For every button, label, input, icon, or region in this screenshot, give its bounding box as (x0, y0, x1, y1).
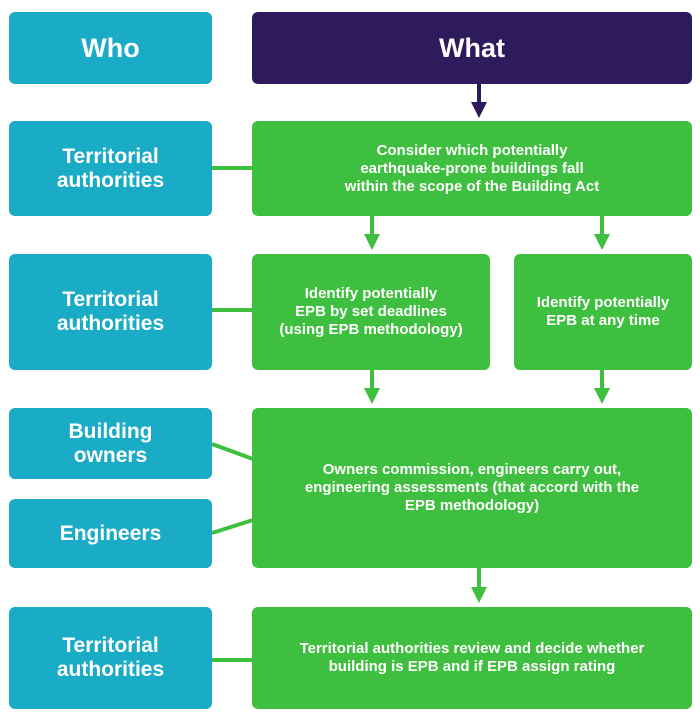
who-row1-label: Territorial authorities (56, 144, 165, 192)
who-row2-label: Territorial authorities (56, 288, 165, 335)
who-header: Who (9, 12, 212, 84)
who-row4-label: Territorial authorities (56, 634, 165, 681)
what-row2-left-label: Identify potentially EPB by set deadline… (279, 285, 463, 338)
what-row4: Territorial authorities review and decid… (252, 607, 692, 709)
who-row3-engineers: Engineers (9, 499, 212, 568)
what-row1-label: Consider which potentially earthquake-pr… (344, 141, 600, 195)
what-row2-right-label: Identify potentially EPB at any time (536, 294, 670, 329)
what-row3-label: Owners commission, engineers carry out, … (304, 461, 640, 514)
who-row3-bottom-label: Engineers (59, 521, 162, 545)
what-row1: Consider which potentially earthquake-pr… (252, 121, 692, 216)
connector-row3-bottom (211, 518, 254, 535)
what-header: What (252, 12, 692, 84)
who-row3-building-owners: Building owners (9, 408, 212, 479)
who-row2: Territorial authorities (9, 254, 212, 370)
what-row2-left: Identify potentially EPB by set deadline… (252, 254, 490, 370)
who-header-label: Who (81, 33, 140, 63)
what-row2-right: Identify potentially EPB at any time (514, 254, 692, 370)
connector-row3-top (211, 442, 254, 461)
who-row1: Territorial authorities (9, 121, 212, 216)
what-row3: Owners commission, engineers carry out, … (252, 408, 692, 568)
what-row4-label: Territorial authorities review and decid… (299, 640, 645, 675)
who-row3-top-label: Building owners (68, 419, 153, 467)
who-row4: Territorial authorities (9, 607, 212, 709)
what-header-label: What (439, 32, 505, 63)
